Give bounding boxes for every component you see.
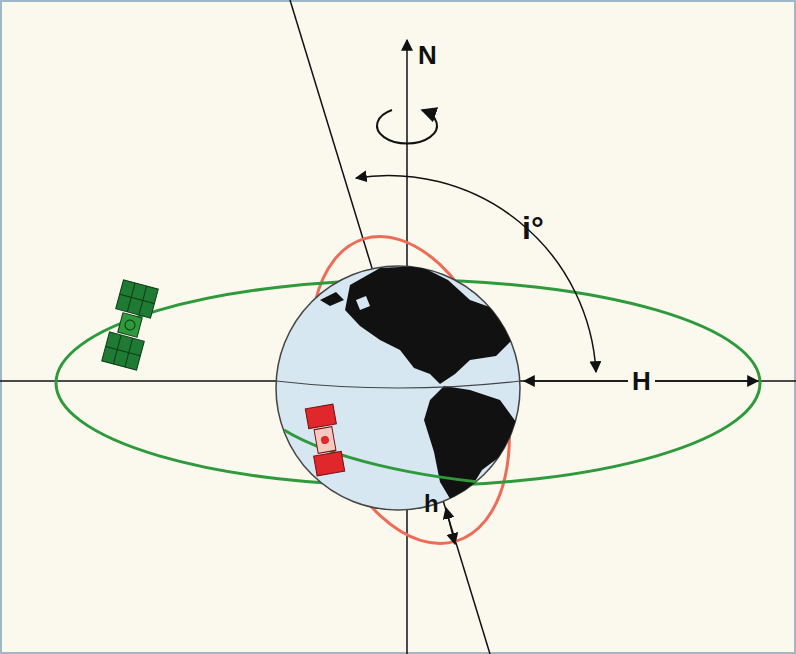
rotation-arrow (377, 110, 437, 144)
continents (276, 262, 524, 502)
satellite-red (305, 404, 344, 476)
inclined-orbit (276, 212, 544, 568)
altitude-label-small: h (424, 492, 439, 516)
inclination-label: i° (522, 212, 544, 244)
inclination-arc (356, 175, 596, 372)
altitude-label: H (628, 368, 655, 394)
axis-label: N (418, 42, 437, 68)
earth-globe (276, 266, 520, 510)
satellite-green (102, 280, 159, 370)
altitude-dimension-small (446, 508, 455, 544)
